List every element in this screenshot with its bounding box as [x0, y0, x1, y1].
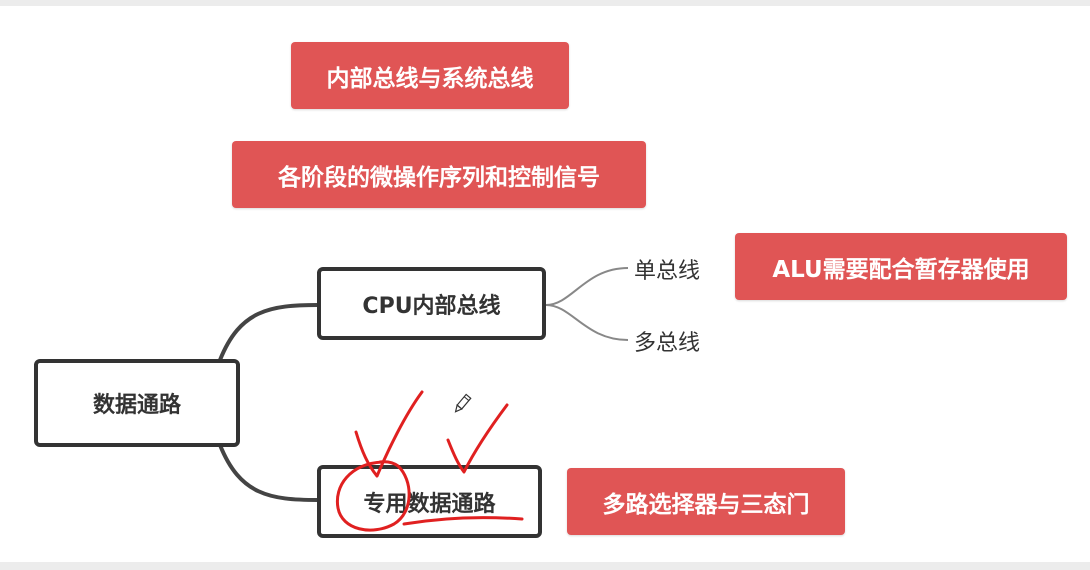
tag-mux-tristate-gate-label: 多路选择器与三态门: [602, 491, 810, 518]
node-single-bus[interactable]: 单总线: [634, 253, 700, 285]
root-node-label: 数据通路: [92, 393, 181, 418]
tag-alu-temp-register-label: ALU需要配合暂存器使用: [772, 256, 1030, 283]
node-single-bus-label: 单总线: [634, 259, 701, 284]
underline-annotation: [402, 516, 524, 526]
pencil-icon: [454, 393, 472, 413]
tag-mux-tristate-gate[interactable]: 多路选择器与三态门: [567, 468, 845, 535]
node-multi-bus-label: 多总线: [634, 331, 701, 356]
floating-tag-bus-types[interactable]: 内部总线与系统总线: [291, 42, 569, 109]
cpu-bus-to-single-bus-connector: [545, 267, 629, 306]
node-cpu-internal-bus[interactable]: CPU内部总线: [317, 267, 546, 340]
root-to-dedicated-path-connector: [218, 444, 319, 502]
root-node-data-path[interactable]: 数据通路: [34, 359, 240, 447]
checkmark-annotation-left: [354, 390, 424, 478]
root-to-cpu-bus-connector: [218, 303, 319, 361]
node-cpu-internal-bus-label: CPU内部总线: [362, 293, 501, 319]
floating-tag-bus-types-label: 内部总线与系统总线: [326, 65, 534, 92]
cpu-bus-to-multi-bus-connector: [545, 304, 629, 341]
checkmark-annotation-right: [446, 403, 509, 474]
circle-annotation: [335, 460, 411, 532]
floating-tag-micro-operations-label: 各阶段的微操作序列和控制信号: [278, 164, 600, 191]
node-multi-bus[interactable]: 多总线: [634, 325, 700, 357]
node-dedicated-data-path-label: 专用数据通路: [363, 491, 496, 517]
tag-alu-temp-register[interactable]: ALU需要配合暂存器使用: [735, 233, 1067, 300]
floating-tag-micro-operations[interactable]: 各阶段的微操作序列和控制信号: [232, 141, 646, 208]
